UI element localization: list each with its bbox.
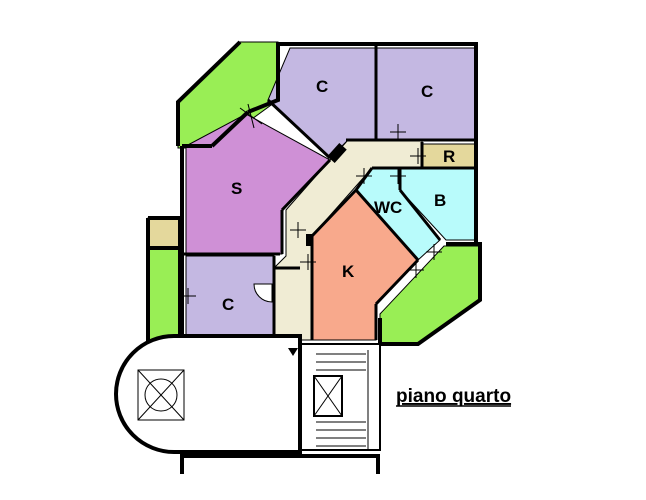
label-bedroom-top-right: C <box>421 82 433 101</box>
terrace-left <box>147 247 181 343</box>
label-bathroom: B <box>434 191 446 210</box>
column-block <box>306 234 312 246</box>
door-swing <box>253 283 273 303</box>
label-bedroom-top-left: C <box>316 77 328 96</box>
interior-walls <box>184 46 476 340</box>
round-tower <box>114 334 302 454</box>
floor-caption: piano quarto <box>396 386 511 407</box>
room-bedroom-top-right <box>375 47 477 141</box>
label-living: S <box>231 179 242 198</box>
lower-building-edge <box>180 348 380 474</box>
terrace-storage-box <box>147 217 181 249</box>
label-wc: WC <box>374 198 402 217</box>
label-kitchen: K <box>342 262 355 281</box>
opening-ticks <box>180 103 442 304</box>
chimney-block <box>327 142 347 164</box>
stairwell <box>299 343 381 451</box>
label-storage: R <box>443 147 455 166</box>
label-bedroom-bottom: C <box>222 295 234 314</box>
